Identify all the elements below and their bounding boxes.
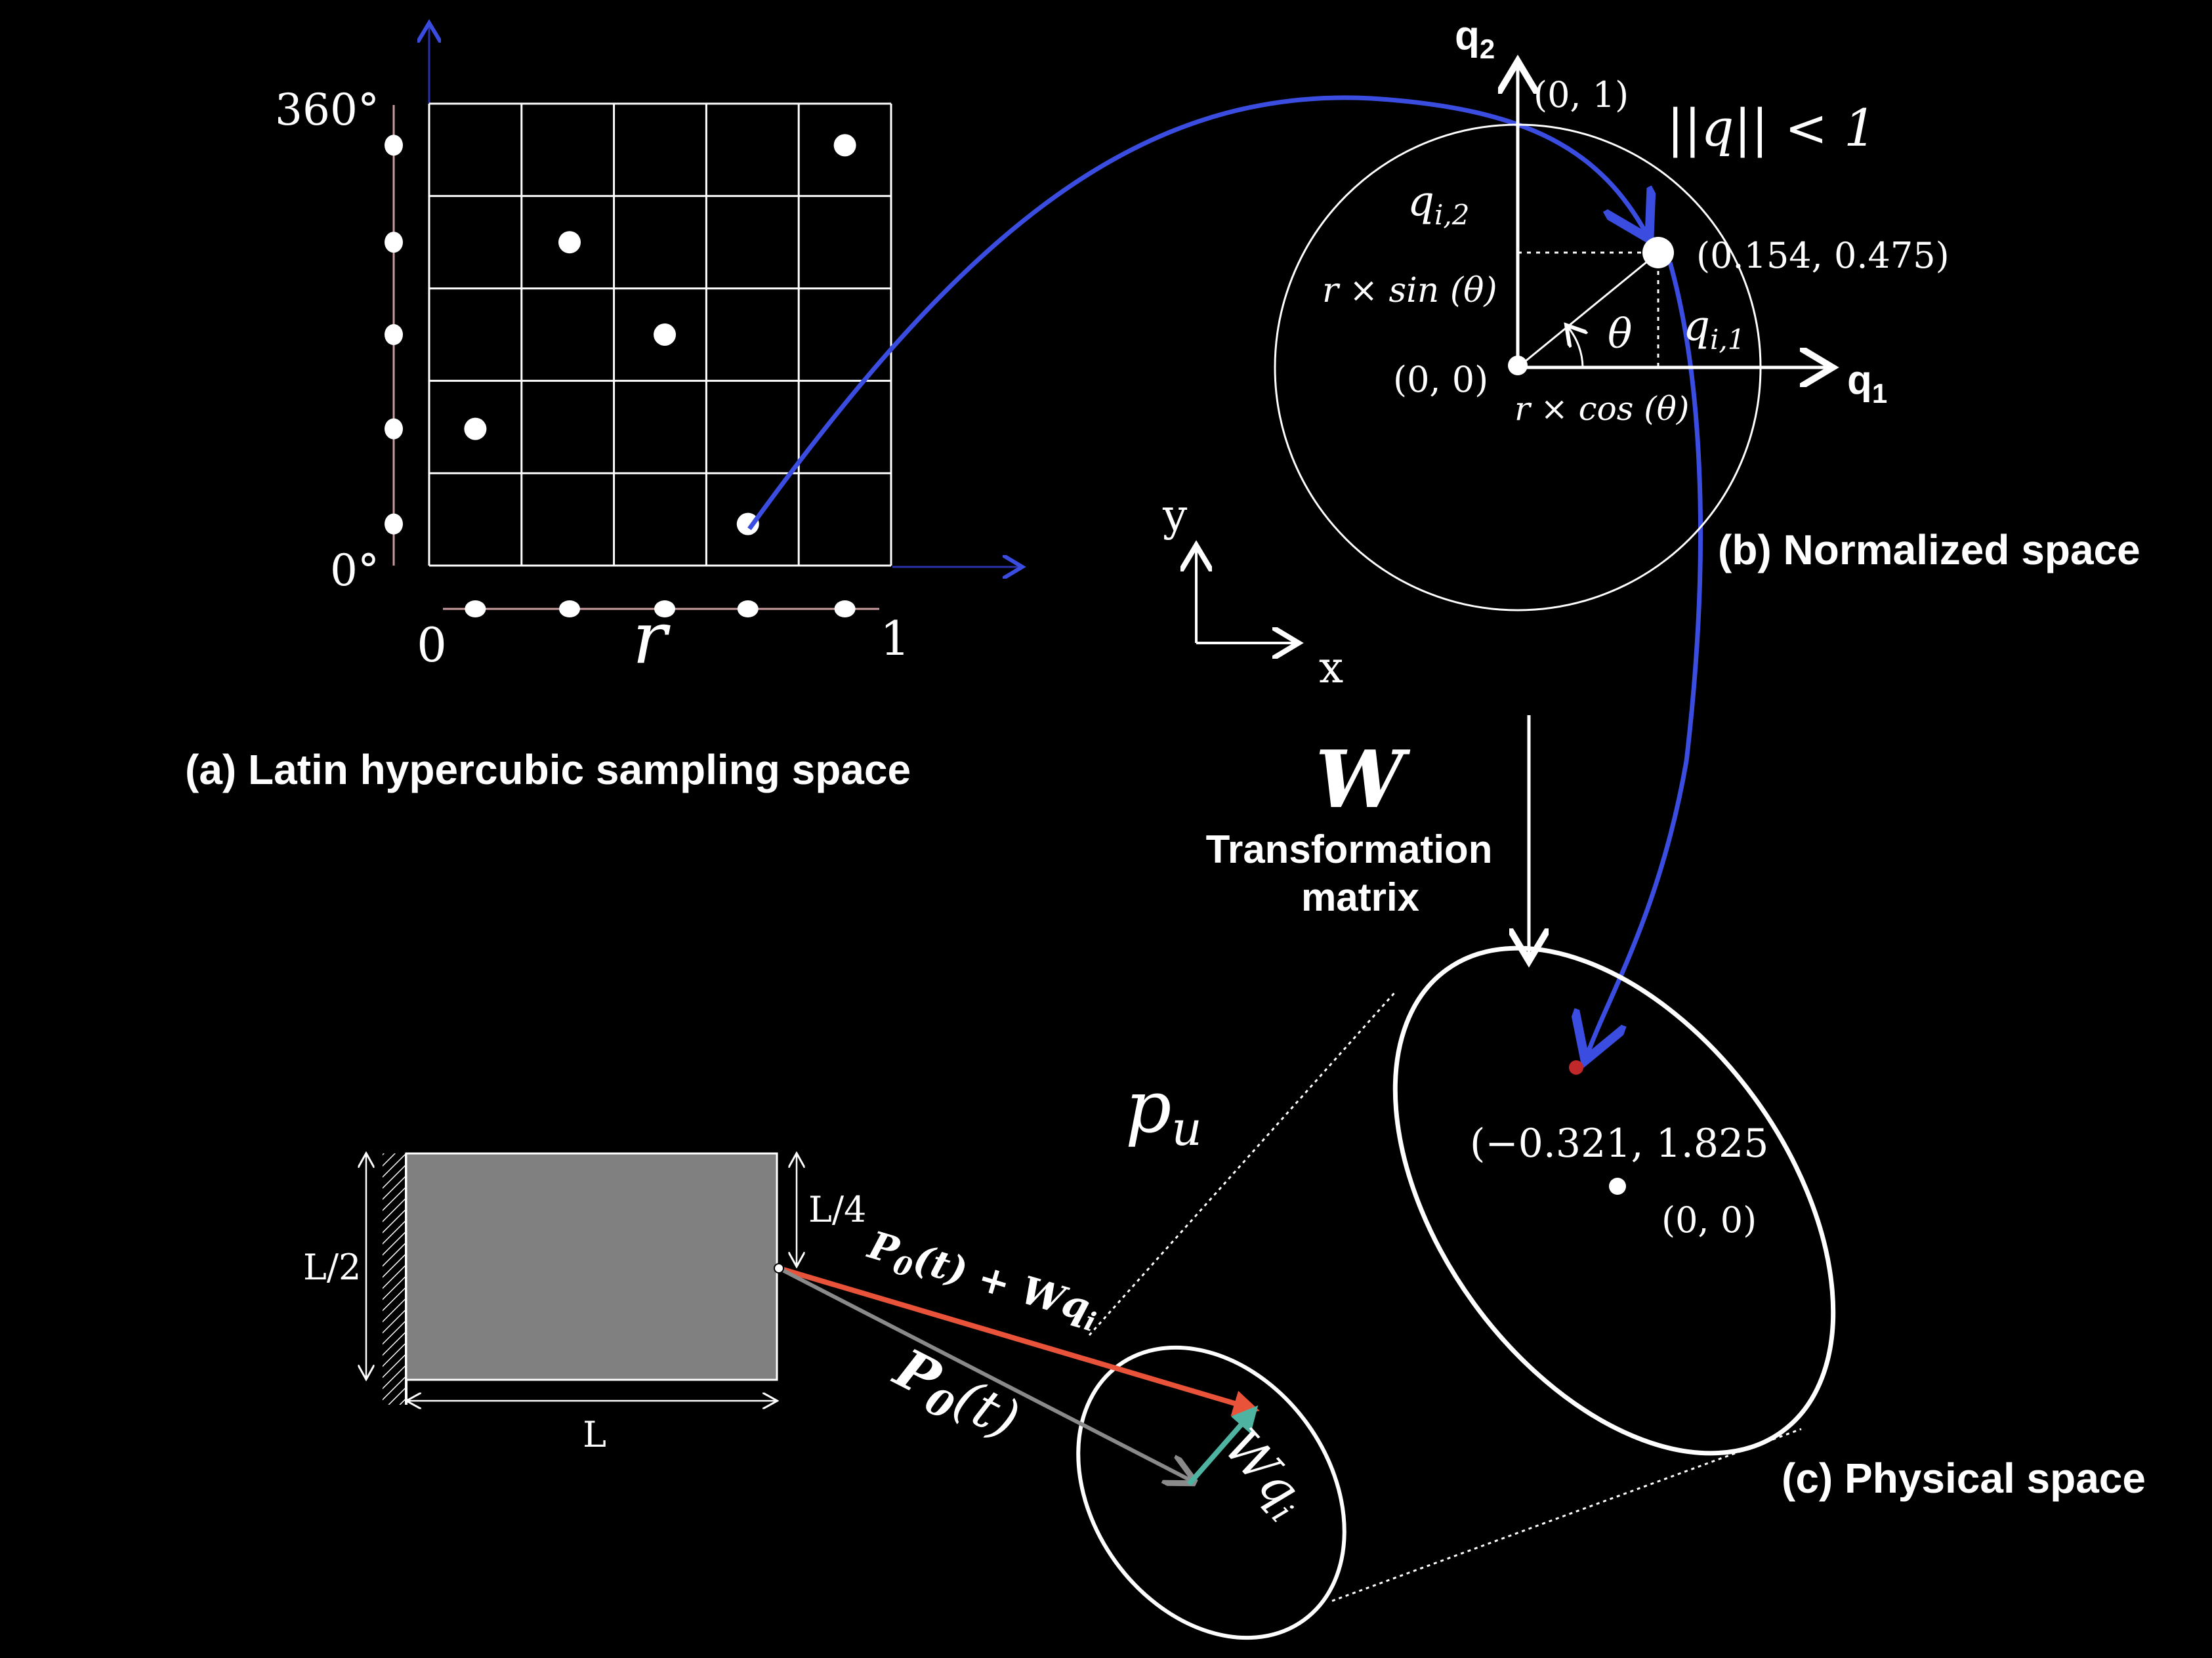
mapped-point-label: (−0.321, 1.825 <box>1470 1121 1768 1167</box>
zoom-line-top <box>1088 990 1398 1336</box>
lhs-sample-point <box>464 417 487 440</box>
q-i2-label: qi,2 <box>1408 177 1469 231</box>
panel-b-normalized: q2 q1 (0, 1) ||q|| < 1 (0, 0) (0.154, 0.… <box>1274 13 2140 611</box>
transform-label-line2: matrix <box>1301 875 1419 919</box>
physical-ellipse-small <box>1076 1345 1346 1640</box>
label-p0: P0(t) <box>881 1336 1030 1457</box>
panel-a-caption: (a) Latin hypercubic sampling space <box>185 746 911 793</box>
x-tick-1: 1 <box>880 611 910 666</box>
lhs-marginal-theta-point <box>385 418 403 440</box>
cantilever-beam: L/2 L L/4 P0(t) + Wqi P0(t) Wqi <box>303 1152 1320 1529</box>
length-label: L <box>583 1414 606 1455</box>
mapping-arrow-lhs-to-normalized <box>747 95 1647 531</box>
offset-label: L/4 <box>808 1189 866 1230</box>
sample-point <box>1642 237 1674 268</box>
beam-body <box>405 1152 778 1381</box>
origin-label: (0, 0) <box>1393 359 1488 400</box>
q2-axis-label: q2 <box>1455 13 1495 64</box>
lhs-marginal-theta-point <box>385 135 403 156</box>
lhs-marginal-theta-point <box>385 513 403 535</box>
lhs-marginal-theta-point <box>385 232 403 253</box>
sample-point-label: (0.154, 0.475) <box>1696 235 1950 276</box>
zoom-line-bottom <box>1331 1428 1802 1602</box>
norm-constraint: ||q|| < 1 <box>1667 99 1877 158</box>
height-label: L/2 <box>303 1247 361 1288</box>
lhs-sample-point <box>736 512 759 535</box>
origin-point <box>1508 356 1528 375</box>
panel-c-physical: (−0.321, 1.825 (0, 0) pu (c) Physical sp… <box>1076 945 2146 1640</box>
radius-line <box>1517 251 1659 369</box>
frame-x-label: x <box>1319 642 1343 693</box>
mapped-point <box>1569 1060 1583 1075</box>
beam-wall-hatch <box>383 1153 406 1405</box>
panel-b-caption: (b) Normalized space <box>1718 526 2140 573</box>
lhs-marginal-r-point <box>737 600 759 617</box>
theta-arc <box>1568 327 1583 368</box>
theta-label: θ <box>1608 310 1632 358</box>
q-i1-label: qi,1 <box>1683 302 1745 356</box>
panel-a-lhs: 360° 0° 0 1 r (a) Latin hypercubic sampl… <box>185 25 1020 793</box>
x-tick-0: 0 <box>417 617 447 673</box>
frame-y-label: y <box>1162 490 1188 541</box>
label-p0-plus-wq: P0(t) + Wqi <box>861 1222 1105 1338</box>
physical-origin <box>1609 1178 1626 1195</box>
y-tick-0: 0° <box>330 545 379 596</box>
r-cos-label: r × cos (θ) <box>1514 390 1689 428</box>
mapping-arrow-normalized-to-physical <box>1587 262 1703 1056</box>
lhs-sample-point <box>654 323 677 346</box>
pu-label: pu <box>1125 1065 1202 1156</box>
label-wq: Wqi <box>1209 1417 1320 1529</box>
lhs-grid <box>428 102 892 567</box>
lhs-marginal-theta-point <box>385 324 403 345</box>
transform-symbol-W: W <box>1316 734 1411 826</box>
lhs-sample-point <box>833 134 856 157</box>
r-sin-label: r × sin (θ) <box>1322 271 1497 310</box>
x-axis-label-r: r <box>633 596 671 680</box>
physical-ellipse-large <box>1392 945 1836 1456</box>
point-0-1: (0, 1) <box>1534 74 1629 115</box>
lhs-marginal-y <box>385 105 403 566</box>
lhs-samples <box>464 134 856 535</box>
y-tick-360: 360° <box>275 85 379 135</box>
vector-wq <box>1186 1405 1259 1486</box>
reference-frame: y x <box>1162 490 1343 693</box>
transform-label-line1: Transformation <box>1206 827 1493 871</box>
lhs-marginal-r-point <box>654 600 676 617</box>
lhs-marginal-x <box>443 600 879 617</box>
vector-p0 <box>778 1266 1193 1482</box>
vector-p0-plus-wq <box>778 1266 1260 1417</box>
q1-axis-label: q1 <box>1847 358 1887 409</box>
physical-origin-label: (0, 0) <box>1661 1199 1757 1241</box>
lhs-sample-point <box>558 231 581 254</box>
lhs-marginal-r-point <box>465 600 486 617</box>
lhs-marginal-r-point <box>834 600 856 617</box>
transformation: W Transformation matrix <box>1206 715 1529 958</box>
lhs-marginal-r-point <box>559 600 581 617</box>
load-point <box>774 1263 784 1274</box>
panel-c-caption: (c) Physical space <box>1782 1455 2146 1502</box>
